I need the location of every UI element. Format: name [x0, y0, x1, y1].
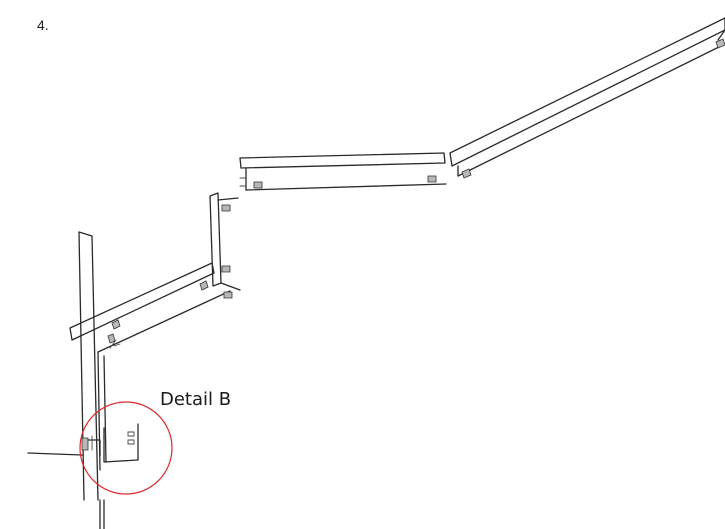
bracket-clips [107, 38, 725, 349]
vertical-post [78, 231, 105, 529]
vertical-step-panel [209, 192, 241, 291]
figure-number: 4. [37, 17, 49, 33]
detail-b-label: Detail B [160, 389, 232, 410]
upper-sloped-panel [449, 17, 725, 177]
detail-b-circle [79, 401, 173, 495]
middle-horizontal-panel [239, 152, 447, 191]
base-connection [27, 423, 139, 463]
lower-sloped-panel [69, 262, 231, 471]
